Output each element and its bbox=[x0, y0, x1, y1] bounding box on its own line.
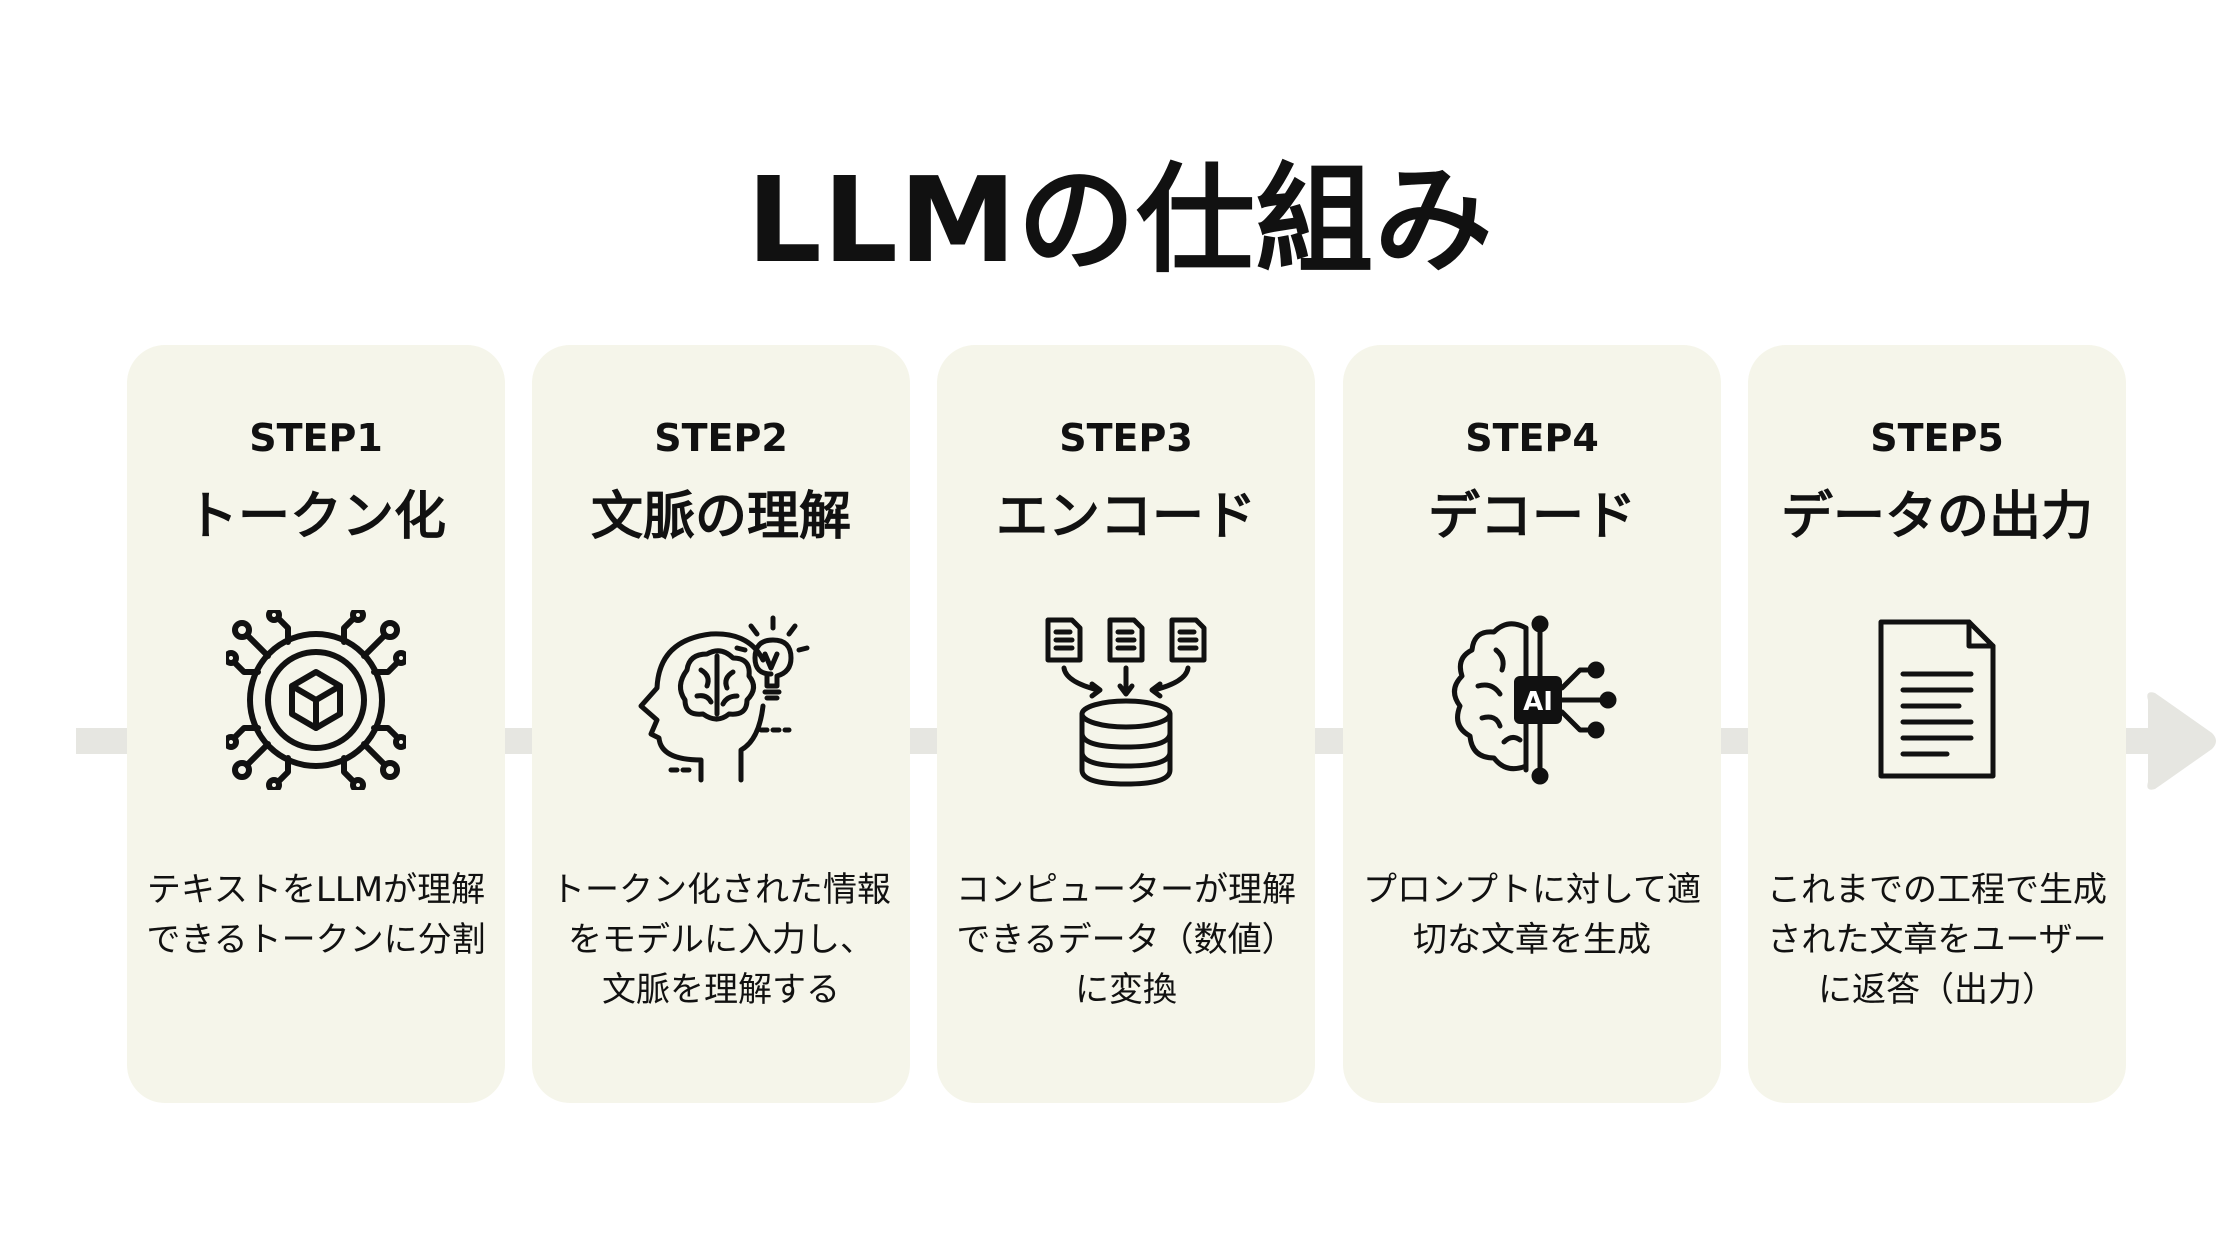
step-label: STEP5 bbox=[1870, 416, 2004, 460]
step-description: トークン化された情報 をモデルに入力し、 文脈を理解する bbox=[532, 865, 910, 1015]
step-description: プロンプトに対して適 切な文章を生成 bbox=[1343, 865, 1721, 965]
step-label: STEP3 bbox=[1059, 416, 1193, 460]
step-title: デコード bbox=[1427, 487, 1636, 547]
step-card-2: STEP2 文脈の理解 トークン化された情報 をモデルに入力し、 文脈を理解する bbox=[532, 345, 910, 1103]
step-card-5: STEP5 データの出力 これまでの工程で生成 された文章をユーザー に返答（出… bbox=[1748, 345, 2126, 1103]
step-description-line: プロンプトに対して適 bbox=[1363, 870, 1701, 910]
step-label: STEP2 bbox=[654, 416, 788, 460]
documents-to-database-icon bbox=[1045, 617, 1207, 787]
step-title: トークン化 bbox=[185, 487, 446, 547]
step-description-line: された文章をユーザー bbox=[1767, 920, 2107, 960]
document-icon bbox=[1878, 619, 1996, 779]
step-description-line: トークン化された情報 bbox=[551, 870, 891, 910]
step-description-line: テキストをLLMが理解 bbox=[146, 870, 486, 910]
step-description-line: 文脈を理解する bbox=[602, 970, 840, 1010]
step-description-line: これまでの工程で生成 bbox=[1767, 870, 2107, 910]
flow-arrow-head bbox=[2147, 692, 2216, 790]
step-title: エンコード bbox=[995, 487, 1256, 547]
step-description-line: 切な文章を生成 bbox=[1413, 920, 1651, 960]
step-description-line: できるトークンに分割 bbox=[146, 920, 486, 960]
step-description: コンピューターが理解 できるデータ（数値） に変換 bbox=[937, 865, 1315, 1015]
step-description-line: をモデルに入力し、 bbox=[568, 920, 874, 960]
step-card-4: STEP4 デコード AI プロンプトに対して適 切な文章を生成 bbox=[1343, 345, 1721, 1103]
step-title: 文脈の理解 bbox=[590, 487, 851, 547]
step-description-line: コンピューターが理解 bbox=[956, 870, 1296, 910]
ai-brain-circuit-icon: AI bbox=[1452, 615, 1617, 785]
step-description-line: に返答（出力） bbox=[1818, 970, 2056, 1010]
chip-cube-icon bbox=[226, 610, 406, 790]
step-description-line: に変換 bbox=[1075, 970, 1177, 1010]
page-title: LLMの仕組み bbox=[746, 151, 1494, 289]
step-title: データの出力 bbox=[1780, 487, 2093, 547]
step-label: STEP4 bbox=[1465, 416, 1599, 460]
step-card-1: STEP1 トークン化 テキストを bbox=[127, 345, 505, 1103]
step-description: テキストをLLMが理解 できるトークンに分割 bbox=[127, 865, 505, 965]
step-label: STEP1 bbox=[249, 416, 383, 460]
step-card-3: STEP3 エンコード コンピューターが理解 できるデータ（数値） bbox=[937, 345, 1315, 1103]
svg-text:AI: AI bbox=[1523, 687, 1553, 717]
head-brain-lightbulb-icon bbox=[638, 615, 810, 783]
step-description: これまでの工程で生成 された文章をユーザー に返答（出力） bbox=[1748, 865, 2126, 1015]
step-description-line: できるデータ（数値） bbox=[956, 920, 1296, 960]
